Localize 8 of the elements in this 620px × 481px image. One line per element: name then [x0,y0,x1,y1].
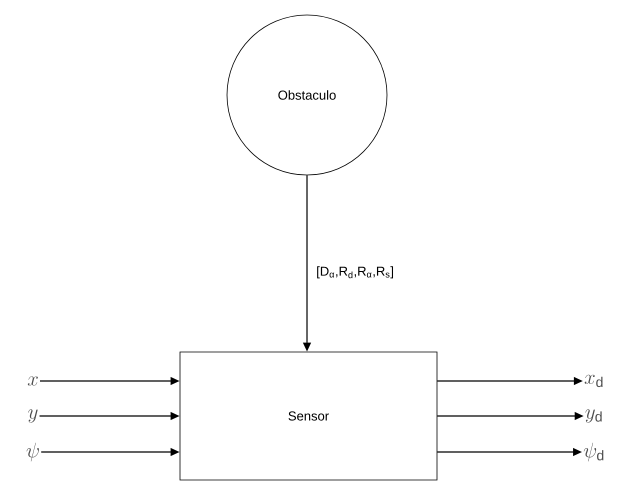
sensor-box: Sensor [180,352,438,480]
signal-symbol: $y$ [28,409,38,423]
signal-symbol: $\psi_{\mathrm{d}}$ [584,442,604,462]
signal-symbol: $y_{\mathrm{d}}$ [585,409,602,423]
signal-symbol: $x$ [28,376,38,386]
edge-label: [D$_{α}$,R$_{d}$,R$_{α}$,R$_{s}$] [315,265,395,280]
signal-symbol: $x_{\mathrm{d}}$ [584,374,603,388]
signal-symbol: $\psi$ [26,442,39,462]
